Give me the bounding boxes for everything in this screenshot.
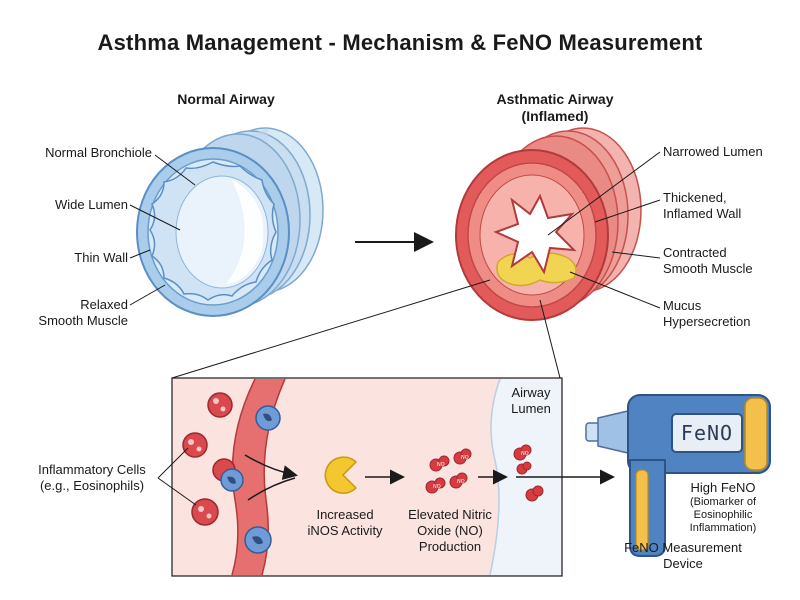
contracted-smooth-muscle-label: Contracted Smooth Muscle <box>663 245 753 276</box>
inos-activity-label: Increased iNOS Activity <box>307 507 383 538</box>
normal-bronchiole-label: Normal Bronchiole <box>45 145 152 160</box>
relaxed-smooth-muscle-label: Relaxed Smooth Muscle <box>38 297 128 328</box>
biomarker-note-label: (Biomarker of Eosinophilic Inflammation) <box>689 496 757 534</box>
no-production-label: Elevated Nitric Oxide (NO) Production <box>408 507 492 554</box>
normal-airway-heading: Normal Airway <box>177 91 275 107</box>
no-label: NO <box>461 455 469 461</box>
mucus-hypersecretion-label: Mucus Hypersecretion <box>663 298 751 329</box>
no-label: NO <box>433 484 441 490</box>
feno-device-illustration <box>585 394 771 557</box>
no-label: NO <box>457 479 465 485</box>
asthmatic-airway-heading: Asthmatic Airway (Inflamed) <box>496 91 614 124</box>
device-screen-text: FeNO <box>680 421 734 445</box>
asthmatic-airway-illustration <box>455 127 642 321</box>
mechanism-panel: NO NO NO NO NO <box>171 377 615 577</box>
narrowed-lumen-label: Narrowed Lumen <box>663 144 763 159</box>
no-label: NO <box>437 462 445 468</box>
no-label: NO <box>521 451 529 457</box>
high-feno-label: High FeNO <box>690 480 756 495</box>
thin-wall-label: Thin Wall <box>74 250 128 265</box>
feno-device-label: FeNO Measurement Device <box>624 540 742 571</box>
wide-lumen-label: Wide Lumen <box>55 197 128 212</box>
thickened-wall-label: Thickened, Inflamed Wall <box>663 190 742 221</box>
inos-enzyme-icon <box>324 456 358 494</box>
normal-airway-illustration <box>136 127 324 317</box>
inflammatory-cells-label: Inflammatory Cells (e.g., Eosinophils) <box>38 462 146 493</box>
page-title: Asthma Management - Mechanism & FeNO Mea… <box>97 30 703 55</box>
no-molecules <box>425 444 544 502</box>
airway-lumen-label: Airway Lumen <box>511 385 551 416</box>
